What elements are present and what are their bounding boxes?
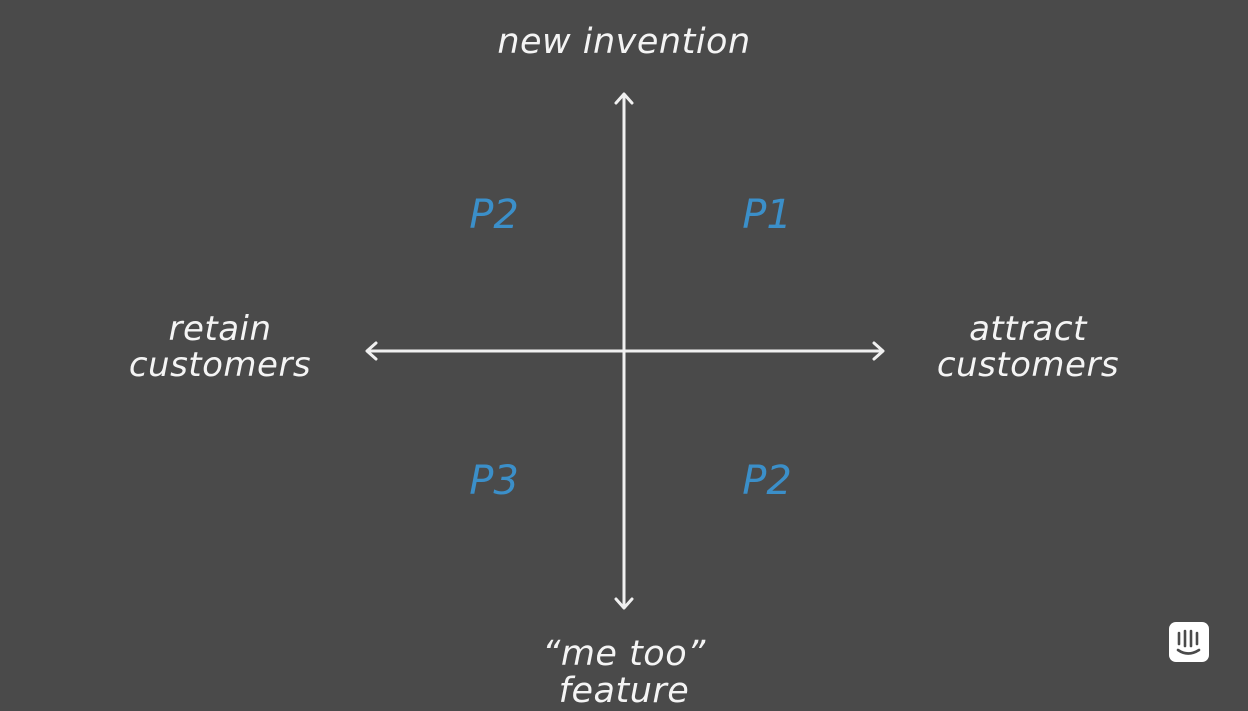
- arrow-up-icon: [614, 92, 634, 105]
- arrow-right-icon: [872, 341, 885, 361]
- quadrant-bottom-right-priority: P2: [742, 458, 792, 504]
- axis-label-right-line-2: customers: [936, 344, 1120, 385]
- axis-label-left-line-2: customers: [128, 344, 312, 385]
- axis-label-left-line-1: retain: [168, 309, 272, 349]
- axis-label-bottom: “me too” feature: [542, 634, 706, 711]
- arrow-left-icon: [365, 341, 378, 361]
- axis-label-right: attract customers: [928, 309, 1128, 385]
- quadrant-bottom-left-priority: P3: [469, 458, 519, 504]
- axis-label-top: new invention: [497, 22, 751, 62]
- axis-label-right-line-1: attract: [969, 309, 1087, 349]
- axis-label-left: retain customers: [120, 309, 320, 385]
- arrow-down-icon: [614, 597, 634, 610]
- quadrant-top-left-priority: P2: [469, 192, 519, 238]
- quadrant-top-right-priority: P1: [742, 192, 792, 238]
- intercom-logo-icon: [1169, 622, 1209, 662]
